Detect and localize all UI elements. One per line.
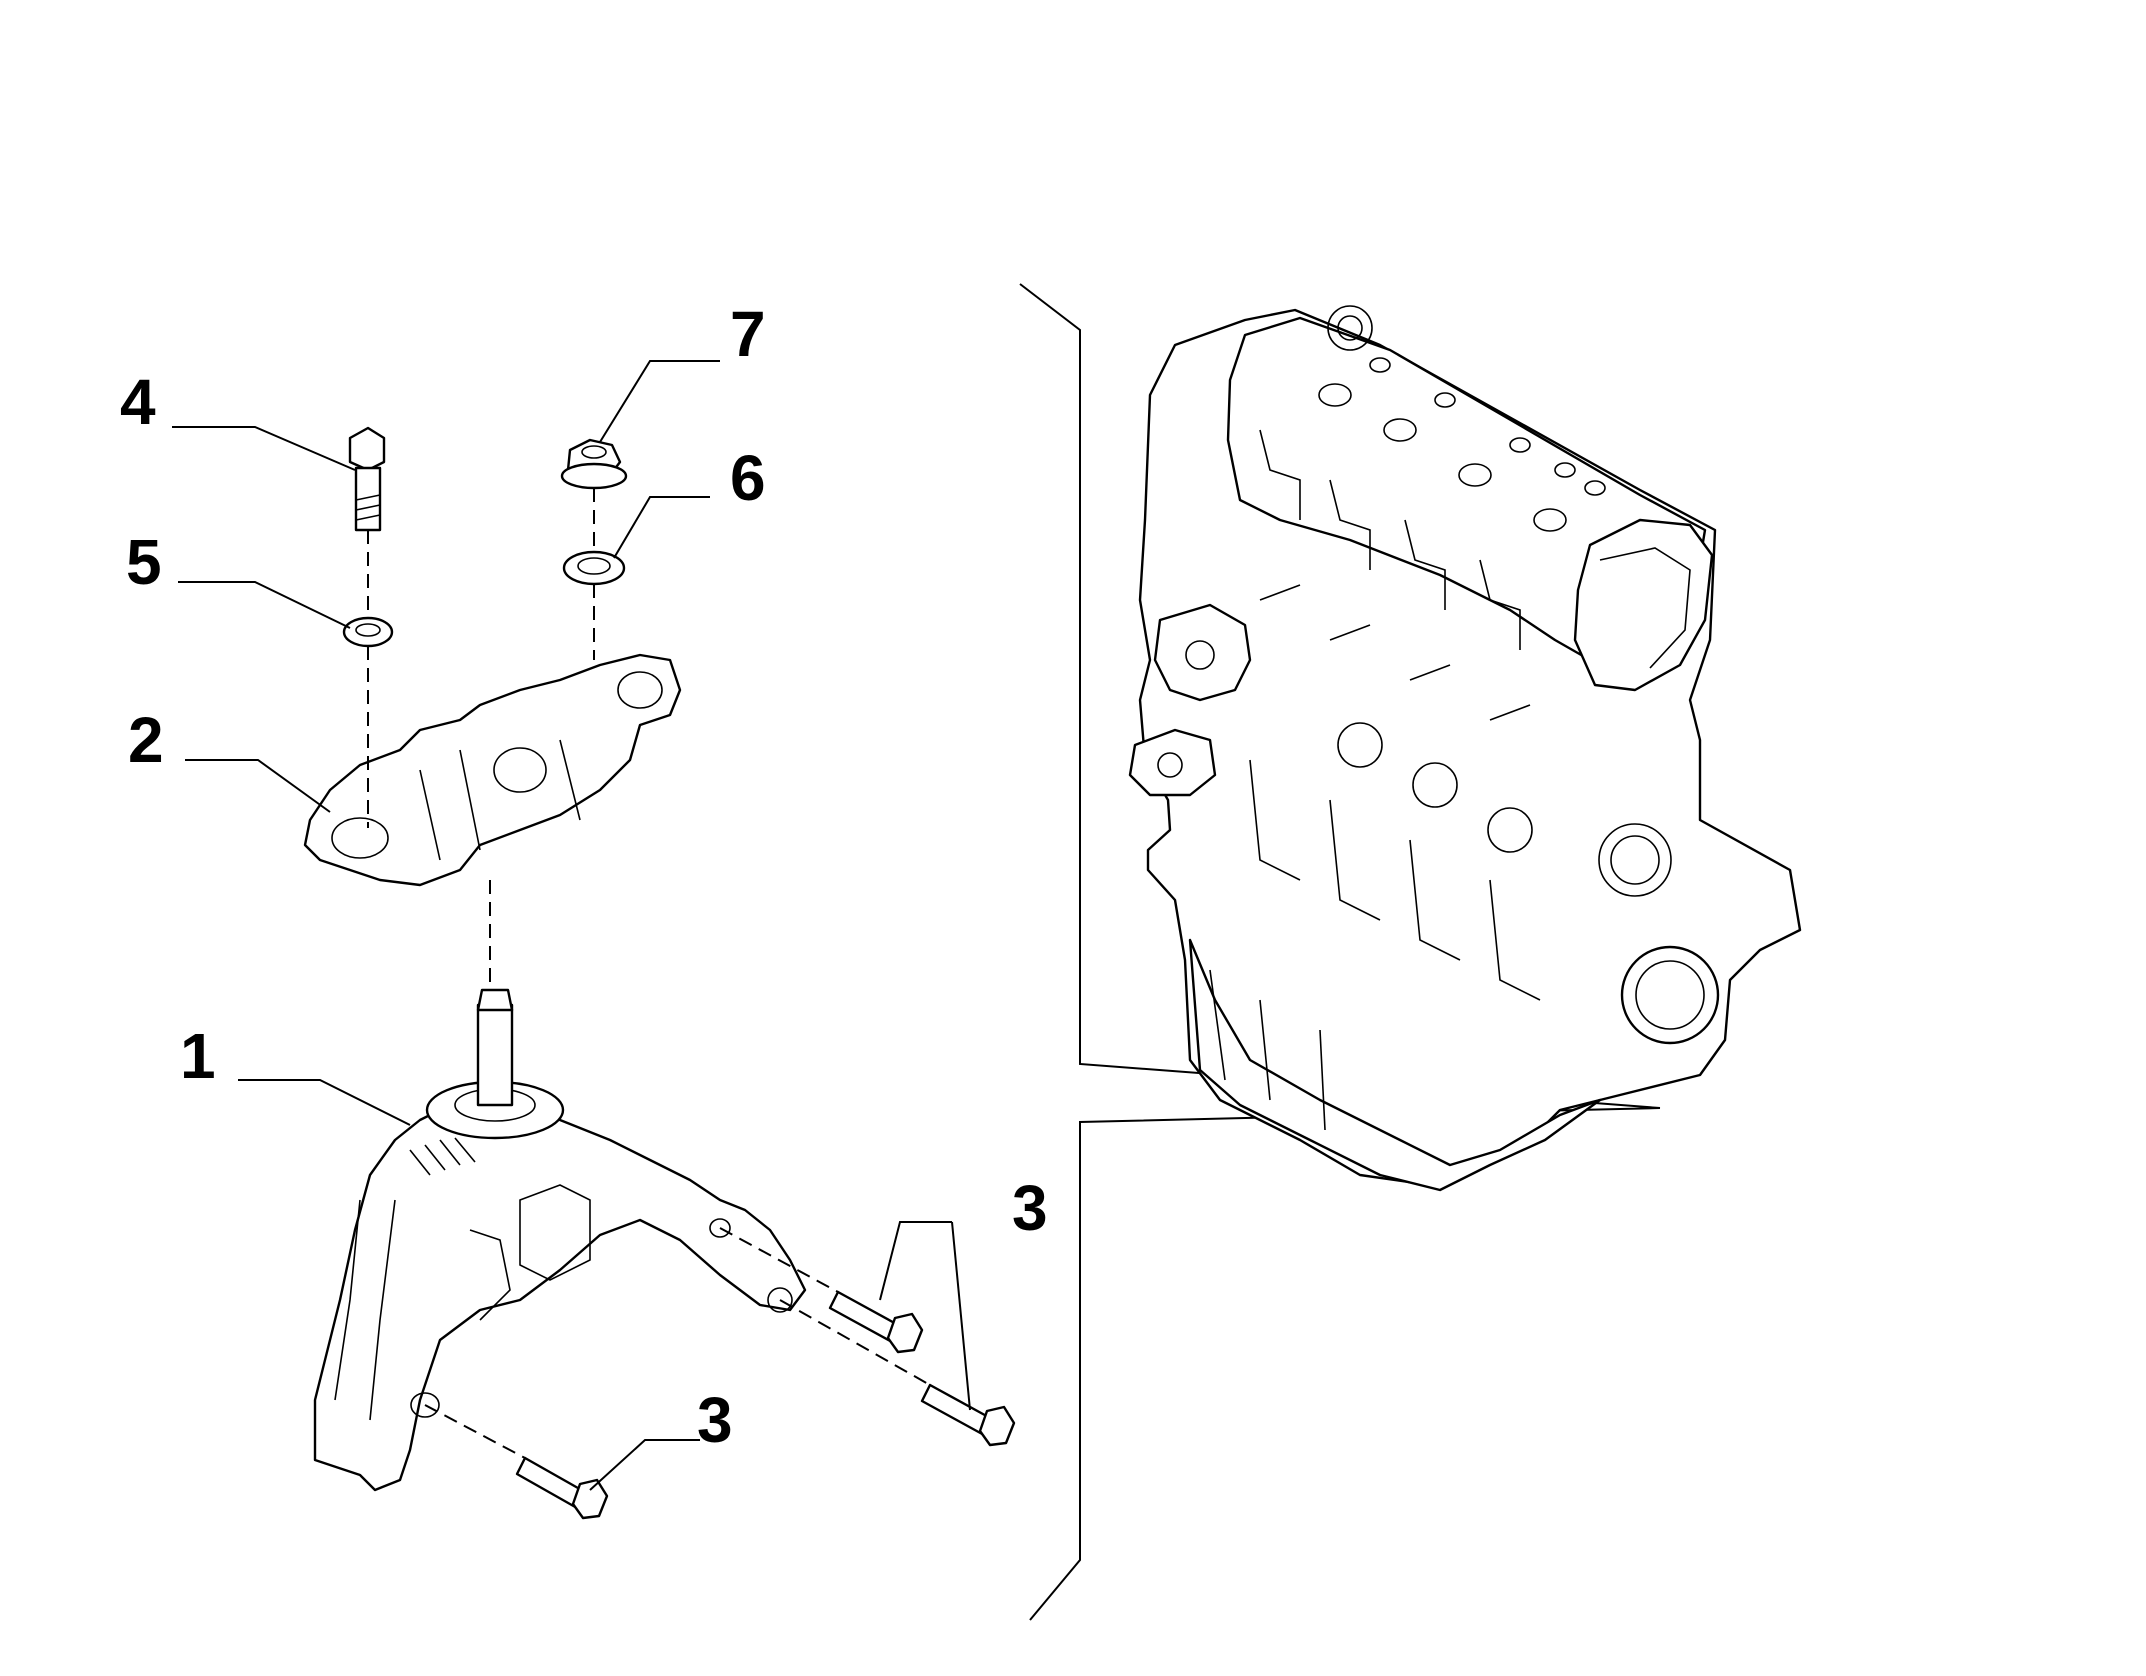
flywheel-housing-bore-inner xyxy=(1610,835,1660,885)
bolt-3-upper-head xyxy=(886,1312,924,1354)
leader-1 xyxy=(238,1079,411,1126)
callout-4: 4 xyxy=(120,366,156,438)
head-bolt-2 xyxy=(1434,392,1456,408)
mount-web xyxy=(469,1229,511,1321)
block-rib-1 xyxy=(1249,759,1301,881)
bolt-3-lower-left-head xyxy=(571,1478,609,1520)
mount-inner-edge xyxy=(369,1199,396,1421)
nut-7-hole xyxy=(581,445,607,459)
head-port-3 xyxy=(1458,463,1492,487)
mount-ribs xyxy=(409,1137,476,1176)
intake-stud-3 xyxy=(1409,664,1451,681)
mount-hole-lower xyxy=(410,1392,440,1418)
oil-filler-port-inner xyxy=(1337,315,1363,341)
thermostat-port xyxy=(1185,640,1215,670)
callouts: 1 2 3 3 4 5 6 7 xyxy=(120,298,1048,1456)
head-bolt-3 xyxy=(1509,437,1531,453)
block-bore-1 xyxy=(1337,722,1383,768)
bolt-3-lower-right-head xyxy=(978,1405,1016,1447)
flywheel-housing-bore xyxy=(1598,823,1672,897)
bolt-4-thread xyxy=(355,494,381,521)
intake-stud-2 xyxy=(1329,624,1371,641)
callout-7: 7 xyxy=(730,298,766,370)
head-bolt-1 xyxy=(1369,357,1391,373)
mount-bracket xyxy=(303,653,682,887)
oil-pan-rib-2 xyxy=(1259,999,1271,1101)
callout-3-lower: 3 xyxy=(697,1384,733,1456)
bolt-3-lower-right xyxy=(920,1383,1016,1447)
bracket-ribs xyxy=(419,739,581,861)
leader-6 xyxy=(613,496,710,559)
water-outlet-port xyxy=(1157,752,1183,778)
bracket-stud-hole xyxy=(331,817,389,859)
leader-2 xyxy=(185,759,331,813)
washer-5-inner xyxy=(355,623,381,637)
engine-frame-lower-line xyxy=(1029,1107,1661,1621)
callout-5: 5 xyxy=(126,526,162,598)
coil-2 xyxy=(1329,479,1371,570)
leader-lines xyxy=(172,360,971,1491)
nut-7 xyxy=(560,438,628,490)
coil-3 xyxy=(1404,519,1446,610)
bracket-nut-hole xyxy=(617,671,663,709)
leader-4 xyxy=(172,426,356,471)
coil-1 xyxy=(1259,429,1301,520)
leader-5 xyxy=(178,581,351,629)
mount-hole-upper xyxy=(709,1218,731,1238)
engine-mount-body xyxy=(313,1098,807,1492)
leader-3-upper-a xyxy=(879,1221,952,1301)
block-rib-4 xyxy=(1489,879,1541,1001)
timing-cover-rib xyxy=(1599,547,1691,669)
nut-7-flange xyxy=(560,462,628,490)
washer-5 xyxy=(342,616,394,648)
bolt-3-lower-left xyxy=(515,1456,609,1520)
axis-mount-to-bolt-3-lower-left xyxy=(424,1404,526,1459)
coil-4 xyxy=(1479,559,1521,650)
bolt-4 xyxy=(348,426,386,532)
head-port-2 xyxy=(1383,418,1417,442)
mount-stud xyxy=(476,1003,514,1107)
leader-3-lower xyxy=(589,1439,700,1491)
bracket-center-hole xyxy=(493,747,547,793)
axis-mount-to-bolt-3-lower-right xyxy=(779,1299,931,1386)
engine-assembly xyxy=(1019,283,1802,1621)
mount-pocket xyxy=(519,1184,591,1281)
head-bolt-5 xyxy=(1554,462,1576,478)
head-port-4 xyxy=(1533,508,1567,532)
head-bolt-4 xyxy=(1584,480,1606,496)
oil-pan-rib-1 xyxy=(1209,969,1226,1081)
block-bore-3 xyxy=(1487,807,1533,853)
leader-3-upper-b xyxy=(951,1221,971,1411)
mount-stud-tip xyxy=(476,988,514,1012)
leader-7 xyxy=(599,360,720,443)
washer-6-inner xyxy=(577,557,611,575)
thermostat-housing xyxy=(1153,603,1252,702)
callout-6: 6 xyxy=(730,442,766,514)
oil-pan-rib-3 xyxy=(1319,1029,1326,1131)
callout-2: 2 xyxy=(128,704,164,776)
mount-hole-right xyxy=(767,1287,793,1313)
block-rib-2 xyxy=(1329,799,1381,921)
intake-stud-4 xyxy=(1489,704,1531,721)
block-bore-2 xyxy=(1412,762,1458,808)
axis-mount-to-bolt-3-upper xyxy=(719,1227,839,1293)
oil-filler-port xyxy=(1327,305,1373,351)
mount-left-edge xyxy=(334,1199,361,1401)
bolt-4-head xyxy=(348,426,386,472)
head-port-1 xyxy=(1318,383,1352,407)
callout-1: 1 xyxy=(180,1020,216,1092)
washer-5-outer xyxy=(342,616,394,648)
engine-mount xyxy=(313,988,807,1492)
assembly-axes xyxy=(367,488,931,1459)
bracket-body xyxy=(303,653,682,887)
callout-3-upper: 3 xyxy=(1012,1172,1048,1244)
crankshaft-seal-inner xyxy=(1635,960,1705,1030)
oil-pan xyxy=(1188,938,1602,1192)
block-rib-3 xyxy=(1409,839,1461,961)
intake-stud-1 xyxy=(1259,584,1301,601)
bolt-3-upper xyxy=(828,1290,924,1354)
water-outlet xyxy=(1128,728,1217,797)
